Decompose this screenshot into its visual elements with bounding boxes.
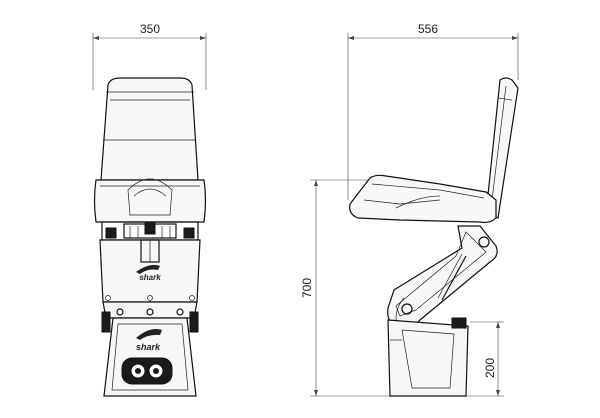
base-connector-plate [121, 357, 173, 385]
front-base: shark [103, 317, 197, 397]
front-width-dimension: 350 [92, 22, 207, 90]
side-view: 556 700 200 [300, 22, 519, 397]
base-height-dimension: 200 [466, 321, 504, 397]
front-mechanism [101, 221, 199, 241]
side-depth-dimension: 556 [347, 22, 519, 200]
front-lower-frame [101, 301, 199, 333]
overall-height-dimension: 700 [300, 179, 390, 397]
front-pillar: shark [99, 239, 201, 303]
front-view: 350 [92, 22, 207, 397]
side-depth-label: 556 [418, 22, 438, 36]
side-backrest [485, 77, 519, 219]
front-seat-cushion [93, 178, 207, 223]
overall-height-label: 700 [300, 278, 314, 298]
side-z-frame [387, 225, 498, 331]
base-logo: shark [136, 329, 162, 352]
base-height-label: 200 [483, 358, 497, 378]
pillar-logo-text: shark [139, 273, 161, 282]
front-width-label: 350 [140, 22, 160, 36]
side-base [387, 317, 469, 397]
pillar-logo: shark [136, 264, 161, 282]
side-seat-cushion [349, 174, 497, 224]
front-backrest [100, 77, 199, 181]
base-logo-text: shark [136, 342, 161, 352]
